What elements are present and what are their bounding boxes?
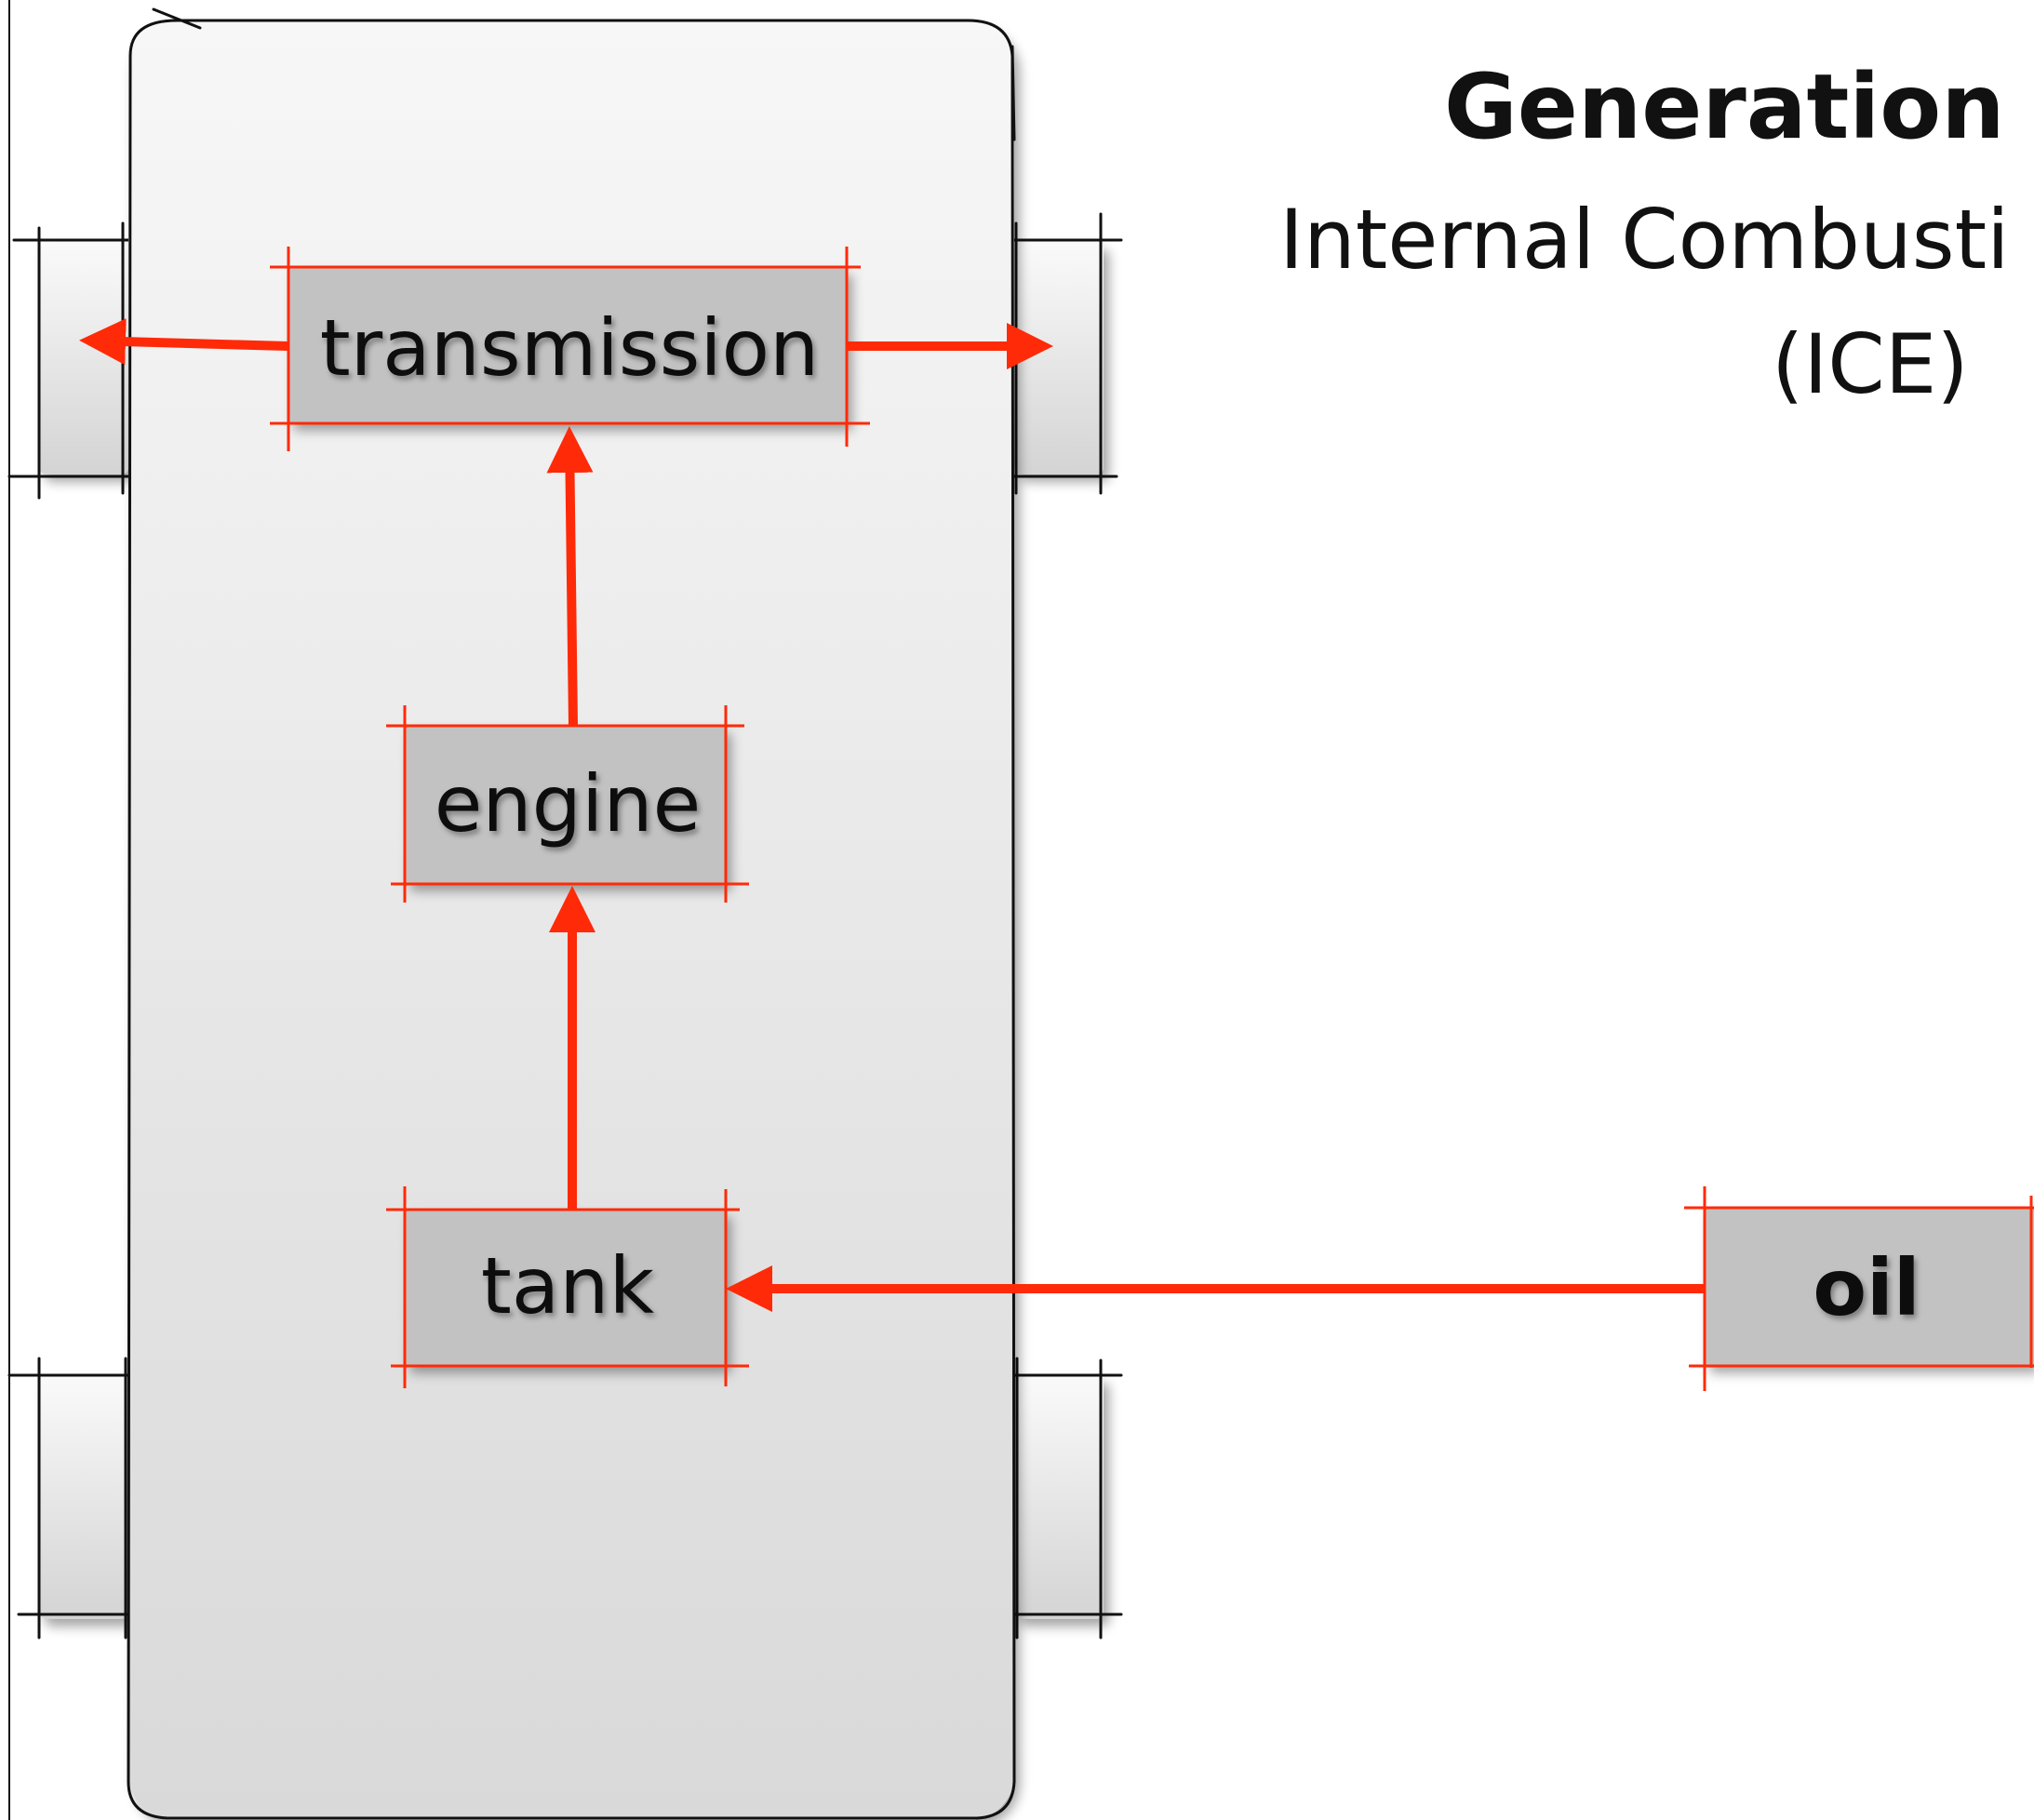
oil-label: oil xyxy=(1813,1242,1920,1333)
title-line-2: Internal Combusti xyxy=(1279,192,2010,288)
arrow-transmission-to-left-wheel xyxy=(79,318,289,366)
transmission-label: transmission xyxy=(320,302,820,394)
arrow-engine-to-transmission xyxy=(546,426,594,727)
oil-node: oil xyxy=(1684,1186,2034,1391)
wheel-front-left xyxy=(7,221,141,500)
title-line-1: Generation xyxy=(1444,55,2005,159)
wheel-rear-left xyxy=(7,1357,146,1639)
title-line-3: (ICE) xyxy=(1772,316,1969,412)
tank-node: tank xyxy=(386,1186,749,1388)
engine-node: engine xyxy=(386,705,749,903)
transmission-node: transmission xyxy=(270,247,870,451)
wheel-rear-right xyxy=(989,1357,1123,1639)
engine-label: engine xyxy=(435,758,702,850)
tank-label: tank xyxy=(481,1240,655,1332)
